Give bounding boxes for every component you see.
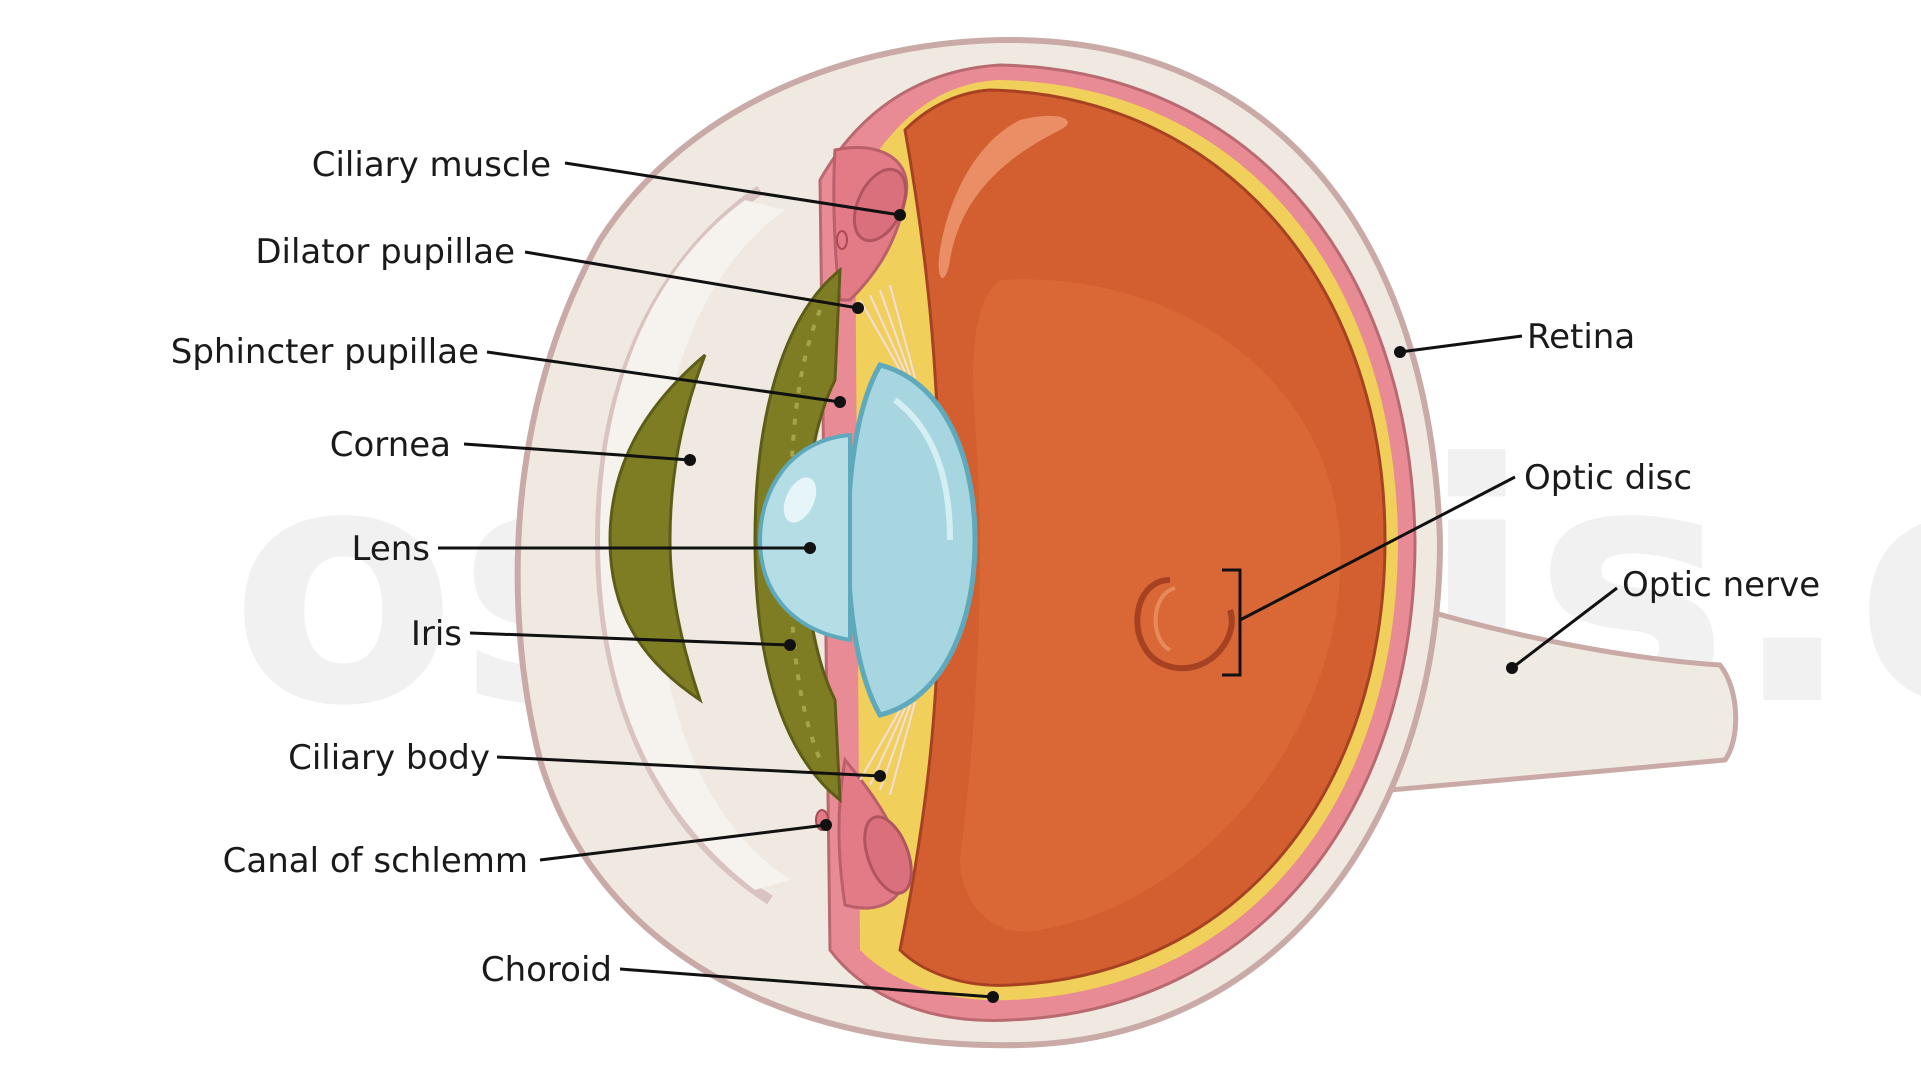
label-ciliary-muscle: Ciliary muscle <box>312 145 551 185</box>
optic-nerve-shape <box>1387 596 1739 793</box>
ciliary-muscle-lower <box>863 815 913 895</box>
vitreous-highlight <box>960 279 1341 932</box>
label-canal-of-schlemm: Canal of schlemm <box>223 841 528 881</box>
optic-disc-shape <box>1134 577 1235 672</box>
vitreous-sheen <box>938 115 1068 279</box>
label-cornea: Cornea <box>330 425 451 465</box>
label-iris: Iris <box>411 614 462 654</box>
label-ciliary-body: Ciliary body <box>288 738 490 778</box>
lens-anterior <box>757 432 852 643</box>
label-optic-disc: Optic disc <box>1524 458 1692 498</box>
cornea-iris-front <box>608 353 707 704</box>
label-choroid: Choroid <box>481 950 612 990</box>
leader-lines <box>438 161 1618 1003</box>
label-lens: Lens <box>351 529 430 569</box>
label-retina: Retina <box>1527 317 1635 357</box>
label-optic-nerve: Optic nerve <box>1622 565 1820 605</box>
label-dilator-pupillae: Dilator pupillae <box>255 232 515 272</box>
cornea-inner <box>600 200 790 890</box>
label-sphincter-pupillae: Sphincter pupillae <box>171 332 479 372</box>
